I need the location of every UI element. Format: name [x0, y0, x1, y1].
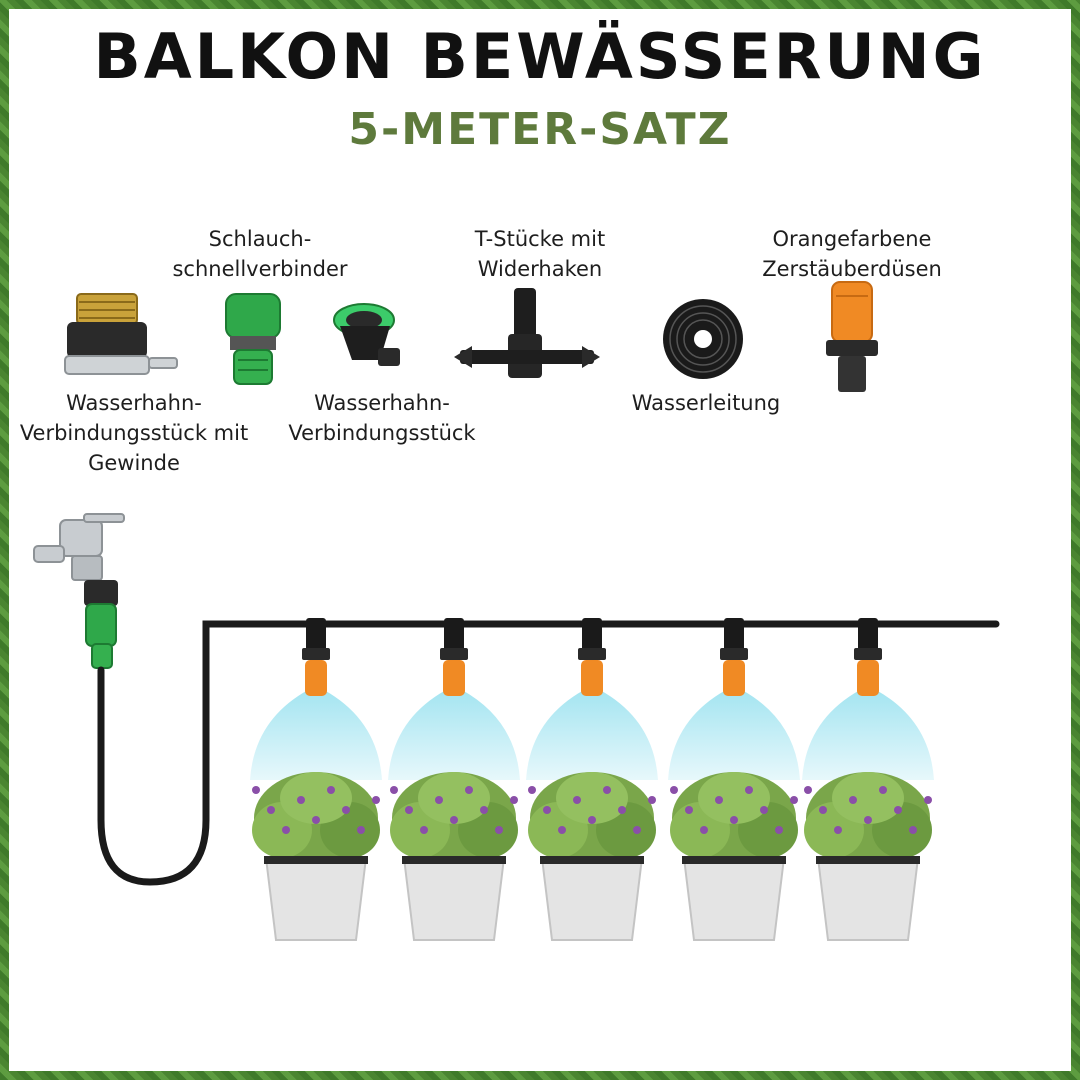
hose-quick-connector-icon: [225, 293, 281, 385]
mist-nozzle: [581, 660, 603, 696]
water-hose-coil-icon: [663, 299, 743, 379]
sprinkler-unit: [526, 618, 658, 941]
mist-spray: [388, 690, 520, 780]
plant-foliage: [804, 772, 932, 864]
tee-connector: [724, 618, 744, 652]
barbed-tee-icon: [454, 288, 600, 378]
part-label-water-hose: Wasserleitung: [631, 391, 781, 415]
plant-foliage: [252, 772, 380, 864]
nozzle-base: [854, 648, 882, 660]
product-title: BALKON BEWÄSSERUNG: [93, 20, 987, 93]
flower-pot: [816, 857, 920, 941]
part-label-barbed-tee: T-Stücke mit Widerhaken: [474, 227, 606, 281]
tee-connector: [582, 618, 602, 652]
flower-pot: [682, 857, 786, 941]
plant-foliage: [390, 772, 518, 864]
flower-pot: [402, 857, 506, 941]
irrigation-system-illustration: [33, 513, 1000, 941]
part-label-hose-quick-connector: Schlauch- schnellverbinder: [172, 227, 348, 281]
product-subtitle: 5-METER-SATZ: [348, 104, 732, 155]
mist-spray: [250, 690, 382, 780]
sprinkler-unit: [802, 618, 934, 941]
faucet-icon: [33, 513, 125, 669]
threaded-faucet-adapter-icon: [64, 293, 178, 375]
plant-foliage: [528, 772, 656, 864]
mist-nozzle: [443, 660, 465, 696]
flower-pot: [540, 857, 644, 941]
faucet-connector-icon: [333, 303, 400, 366]
tee-connector: [858, 618, 878, 652]
mist-nozzle: [305, 660, 327, 696]
plant-foliage: [670, 772, 798, 864]
part-label-faucet-connector: Wasserhahn- Verbindungsstück: [288, 391, 476, 445]
tee-connector: [444, 618, 464, 652]
sprinkler-unit: [668, 618, 800, 941]
mist-spray: [668, 690, 800, 780]
orange-mist-nozzle-icon: [826, 281, 878, 392]
nozzle-base: [720, 648, 748, 660]
mist-nozzle: [723, 660, 745, 696]
mist-spray: [802, 690, 934, 780]
mist-spray: [526, 690, 658, 780]
flower-pot: [264, 857, 368, 941]
tee-connector: [306, 618, 326, 652]
nozzle-base: [578, 648, 606, 660]
part-label-mist-nozzle: Orangefarbene Zerstäuberdüsen: [762, 227, 942, 281]
mist-nozzle: [857, 660, 879, 696]
sprinkler-unit: [388, 618, 520, 941]
supply-hose: [97, 620, 1000, 886]
nozzle-base: [440, 648, 468, 660]
sprinkler-unit: [250, 618, 382, 941]
nozzle-base: [302, 648, 330, 660]
part-label-threaded-faucet-adapter: Wasserhahn- Verbindungsstück mit Gewinde: [19, 391, 249, 475]
